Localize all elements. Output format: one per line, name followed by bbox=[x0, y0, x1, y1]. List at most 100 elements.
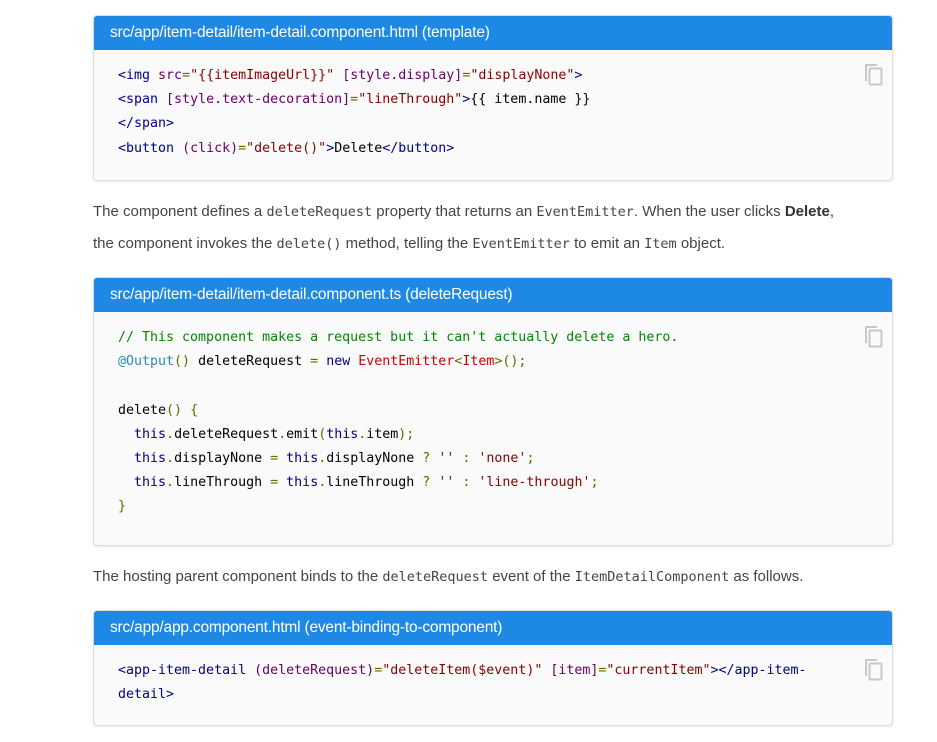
code-token: </span> bbox=[118, 116, 175, 132]
copy-icon[interactable] bbox=[862, 324, 884, 348]
code-token: deleteRequest bbox=[190, 354, 311, 370]
text: to emit an bbox=[569, 235, 645, 252]
code-body: // This component makes a request but it… bbox=[94, 312, 892, 534]
code-token: this bbox=[134, 475, 167, 491]
code-line: @Output() deleteRequest = new EventEmitt… bbox=[118, 350, 868, 374]
code-token bbox=[118, 378, 126, 393]
code-token: this bbox=[286, 451, 319, 467]
code-token bbox=[174, 141, 182, 156]
inline-code: delete() bbox=[276, 236, 342, 252]
code-token bbox=[118, 451, 134, 466]
text: as follows. bbox=[729, 568, 804, 585]
inline-code: Item bbox=[644, 236, 677, 252]
code-token: > bbox=[574, 68, 583, 83]
code-token: '' bbox=[438, 451, 455, 467]
code-block-title: src/app/app.component.html (event-bindin… bbox=[94, 611, 892, 645]
code-token: this bbox=[134, 451, 167, 467]
code-token: 'none' bbox=[478, 451, 527, 467]
code-token: = bbox=[310, 354, 319, 370]
code-block-ts: src/app/item-detail/item-detail.componen… bbox=[93, 277, 893, 546]
code-token: ? bbox=[422, 475, 431, 491]
code-token: // This component makes a request but it… bbox=[118, 330, 679, 345]
code-line: this.displayNone = this.displayNone ? ''… bbox=[118, 447, 868, 471]
code-token: ); bbox=[398, 426, 415, 442]
code-token: [style.display] bbox=[342, 68, 463, 83]
text: . When the user clicks bbox=[633, 203, 785, 220]
code-token bbox=[278, 451, 286, 466]
code-token: [item] bbox=[550, 663, 599, 678]
code-token bbox=[118, 427, 134, 442]
code-token: @Output bbox=[118, 354, 175, 370]
code-line: this.lineThrough = this.lineThrough ? ''… bbox=[118, 471, 868, 495]
code-token: () bbox=[174, 354, 191, 370]
code-token: . bbox=[166, 475, 175, 491]
code-token: this bbox=[326, 426, 359, 442]
code-token: [style.text-decoration] bbox=[166, 92, 351, 108]
text: method, telling the bbox=[341, 235, 473, 252]
code-line: <button (click)="delete()">Delete</butto… bbox=[118, 137, 868, 161]
code-token: 'line-through' bbox=[478, 475, 591, 491]
code-token: = bbox=[598, 663, 607, 678]
code-line: </span> bbox=[118, 112, 868, 136]
code-token: : bbox=[462, 475, 471, 491]
code-line bbox=[118, 374, 868, 398]
code-token: emit bbox=[286, 426, 319, 442]
code-token: (deleteRequest) bbox=[254, 663, 375, 678]
code-token: "lineThrough" bbox=[358, 92, 463, 108]
code-token: "{{itemImageUrl}}" bbox=[190, 68, 335, 83]
code-token: > bbox=[462, 92, 471, 108]
code-body: <app-item-detail (deleteRequest) = "delete… bbox=[94, 645, 892, 721]
code-block-app: src/app/app.component.html (event-bindin… bbox=[93, 610, 893, 726]
code-token bbox=[278, 475, 286, 490]
code-token bbox=[318, 354, 326, 369]
copy-icon[interactable] bbox=[862, 657, 884, 681]
code-token: detail> bbox=[118, 687, 175, 703]
code-block-title: src/app/item-detail/item-detail.componen… bbox=[94, 278, 892, 312]
code-token: EventEmitter bbox=[358, 354, 455, 370]
code-token: = bbox=[270, 475, 279, 491]
code-token: Delete bbox=[334, 140, 383, 156]
code-line: } bbox=[118, 495, 868, 519]
code-token: = bbox=[350, 92, 359, 108]
code-token: "delete()" bbox=[246, 140, 327, 156]
code-line: <app-item-detail (deleteRequest) = "delete… bbox=[118, 659, 868, 683]
code-token: lineThrough bbox=[326, 475, 423, 491]
code-token: this bbox=[286, 475, 319, 491]
code-token: ; bbox=[590, 475, 599, 491]
inline-code: ItemDetailComponent bbox=[574, 569, 730, 585]
code-token: = bbox=[182, 68, 191, 83]
description-paragraph: The component defines a deleteRequest pr… bbox=[93, 196, 893, 260]
code-token: ? bbox=[422, 451, 431, 467]
code-token: . bbox=[318, 451, 327, 467]
copy-icon[interactable] bbox=[862, 62, 884, 86]
code-token: "displayNone" bbox=[470, 68, 575, 83]
code-token: > bbox=[326, 140, 335, 156]
code-token: delete bbox=[118, 402, 167, 418]
code-token: = bbox=[270, 451, 279, 467]
description-paragraph: The hosting parent component binds to th… bbox=[93, 561, 893, 593]
code-token: = bbox=[238, 140, 247, 156]
inline-code: deleteRequest bbox=[266, 204, 373, 220]
code-token: item bbox=[366, 426, 399, 442]
code-token: <app-item-detail bbox=[118, 663, 247, 678]
text: , bbox=[829, 203, 835, 220]
text: object. bbox=[676, 235, 726, 252]
code-token: <button bbox=[118, 140, 175, 156]
inline-code: EventEmitter bbox=[472, 236, 570, 252]
code-token: . bbox=[166, 426, 175, 442]
code-token: "deleteItem($event)" bbox=[382, 663, 543, 678]
code-line: detail> bbox=[118, 683, 868, 707]
code-token: </button> bbox=[382, 140, 455, 156]
code-token: . bbox=[278, 426, 287, 442]
code-token: "currentItem" bbox=[606, 663, 711, 678]
code-block-title: src/app/item-detail/item-detail.componen… bbox=[94, 16, 892, 50]
code-line: this.deleteRequest.emit(this.item); bbox=[118, 423, 868, 447]
code-token: { bbox=[190, 402, 199, 418]
code-token: = bbox=[462, 68, 471, 83]
code-token: '' bbox=[438, 475, 455, 491]
code-token: < bbox=[454, 354, 463, 370]
code-token: . bbox=[358, 426, 367, 442]
code-token: <img bbox=[118, 68, 151, 83]
code-token: lineThrough bbox=[174, 475, 271, 491]
code-token: () bbox=[166, 402, 183, 418]
